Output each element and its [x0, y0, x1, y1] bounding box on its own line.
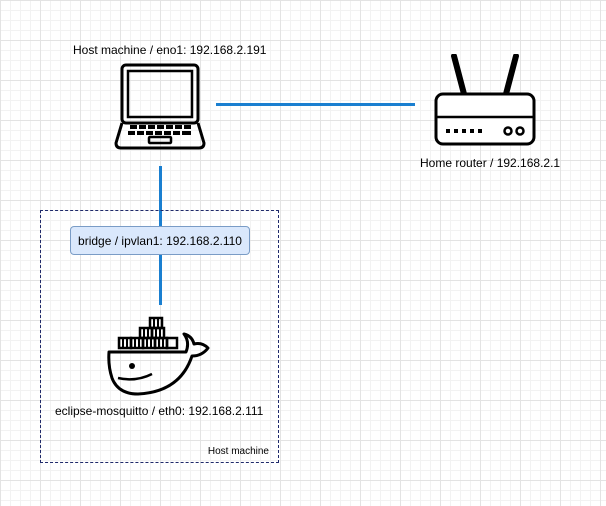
router-label: Home router / 192.168.2.1	[420, 156, 561, 170]
group-caption: Host machine	[207, 446, 269, 457]
bridge-box[interactable]: bridge / ipvlan1: 192.168.2.110	[70, 226, 250, 255]
laptop-icon[interactable]	[114, 63, 206, 151]
docker-whale-icon[interactable]	[106, 316, 214, 398]
router-icon[interactable]	[434, 54, 536, 148]
host-machine-group[interactable]: Host machine	[40, 210, 279, 463]
link-host-router	[216, 103, 415, 106]
link-bridge-container	[159, 255, 162, 305]
container-label: eclipse-mosquitto / eth0: 192.168.2.111	[55, 404, 264, 418]
host-label: Host machine / eno1: 192.168.2.191	[73, 43, 267, 57]
link-host-bridge	[159, 166, 162, 226]
bridge-label: bridge / ipvlan1: 192.168.2.110	[78, 233, 242, 248]
